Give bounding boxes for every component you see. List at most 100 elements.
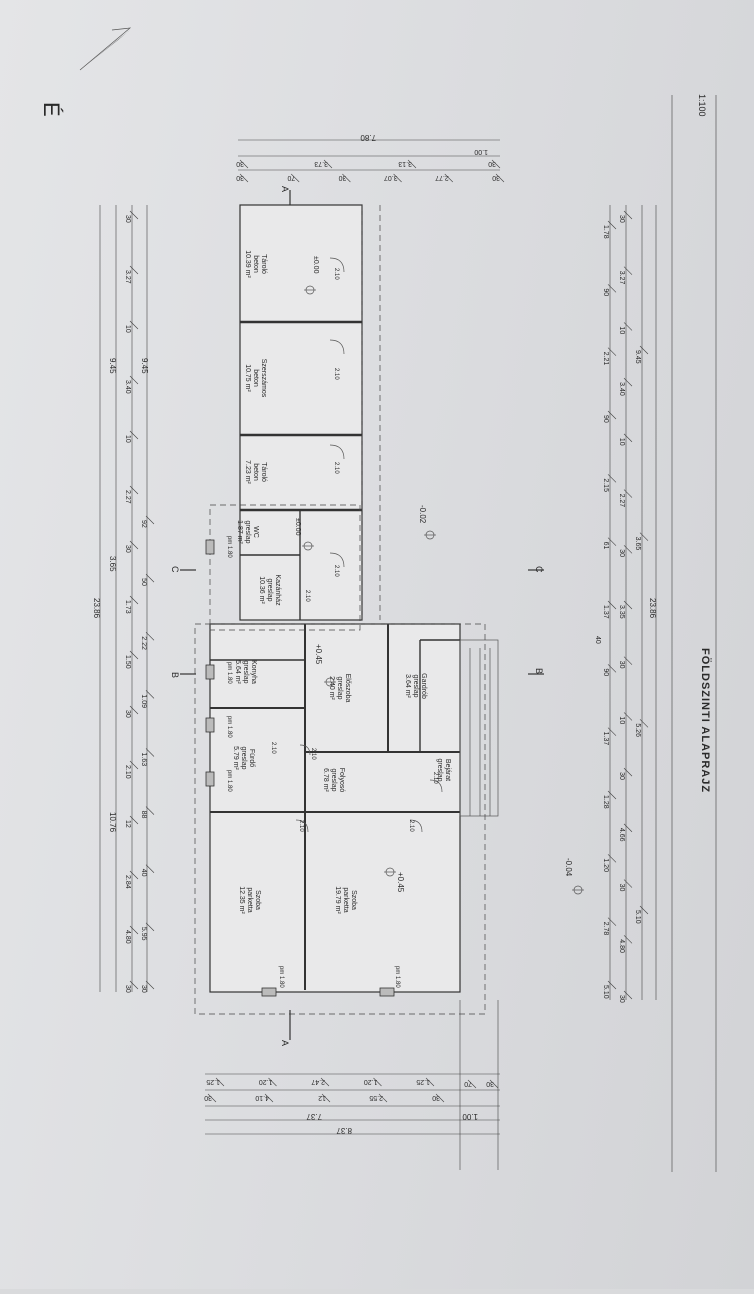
svg-text:parketta: parketta <box>246 887 253 912</box>
dimension-label: 10 <box>618 716 625 724</box>
dimension-tick <box>215 1077 225 1087</box>
dimension-tick <box>495 173 505 183</box>
dimension-label: 3.40 <box>124 380 131 394</box>
room-label-folyoso: Folyosó greslap 6.78 m² <box>322 768 345 793</box>
svg-text:8.37: 8.37 <box>336 1126 352 1135</box>
level-marker-4: ±0.00 <box>304 256 319 295</box>
svg-text:pm 1.80: pm 1.80 <box>226 662 232 684</box>
dimension-tick <box>607 284 617 293</box>
room-label-szoba-1: Szoba parketta 12.35 m² <box>238 886 261 914</box>
dimension-label: 4.80 <box>124 930 131 944</box>
dimension-tick <box>342 173 351 183</box>
dimension-tick <box>623 823 633 833</box>
dimension-tick <box>623 935 633 944</box>
dimension-label: 30 <box>618 661 625 669</box>
room-label-tarolo-1: Tároló beton 7.23 m² <box>244 460 267 484</box>
dimension-tick <box>129 650 139 660</box>
dimension-label: 1.63 <box>140 753 147 767</box>
dimension-tick <box>129 485 139 495</box>
svg-text:C: C <box>170 566 180 573</box>
dimension-tick <box>145 980 155 990</box>
dimension-label: 30 <box>618 884 625 892</box>
svg-text:parketta: parketta <box>342 887 349 912</box>
svg-text:23.86: 23.86 <box>648 598 657 619</box>
dimension-label: 50 <box>140 578 147 586</box>
dimension-label: 30 <box>339 174 347 181</box>
level-marker-outside-1: -0.02 <box>418 505 436 540</box>
dimension-tick <box>623 712 633 721</box>
dimension-tick <box>607 474 617 483</box>
dimension-tick <box>145 573 155 583</box>
svg-text:7.23 m²: 7.23 m² <box>244 460 251 484</box>
svg-text:greslap: greslap <box>244 521 251 544</box>
bottom-row3-labels: 5.105.263.659.45 <box>634 345 649 924</box>
svg-text:Szoba: Szoba <box>350 890 357 910</box>
dimension-tick <box>639 719 649 728</box>
svg-text:pm 1.80: pm 1.80 <box>226 770 232 792</box>
dimension-tick <box>320 1077 330 1087</box>
dimension-label: 4.80 <box>618 939 625 953</box>
dimension-tick <box>467 1079 477 1089</box>
door-symbols <box>295 257 443 833</box>
dimension-label: 30 <box>618 772 625 780</box>
dimension-tick <box>145 690 155 699</box>
dimension-tick <box>425 1077 435 1087</box>
dimension-tick <box>607 600 617 610</box>
dimension-label: 90 <box>602 288 609 296</box>
dimension-label: 1.37 <box>602 605 609 619</box>
dimension-tick <box>623 600 633 610</box>
dimension-tick <box>129 870 139 880</box>
dimension-tick <box>639 905 649 915</box>
dimension-label: 2.47 <box>311 1078 325 1085</box>
dimension-label: 30 <box>140 985 147 993</box>
north-arrow-icon <box>79 27 132 71</box>
dimension-label: 4.66 <box>618 828 625 842</box>
dimension-tick <box>129 540 139 550</box>
dimension-tick <box>145 632 155 641</box>
dimension-label: 30 <box>492 174 500 181</box>
svg-text:+0.45: +0.45 <box>314 644 323 665</box>
svg-text:10.39 m²: 10.39 m² <box>244 250 251 278</box>
svg-text:±0.00: ±0.00 <box>294 518 301 536</box>
svg-text:greslap: greslap <box>242 661 249 684</box>
svg-text:greslap: greslap <box>412 675 419 698</box>
dimension-tick <box>129 980 139 990</box>
svg-text:19.79 m²: 19.79 m² <box>334 886 341 914</box>
svg-text:Tároló: Tároló <box>260 462 267 482</box>
dimension-label: 2.84 <box>124 875 131 889</box>
svg-text:5.64 m²: 5.64 m² <box>234 660 241 684</box>
svg-text:±0.00: ±0.00 <box>312 256 319 274</box>
dimension-label: 10 <box>124 435 131 443</box>
dimension-tick <box>639 532 649 541</box>
svg-text:2.10: 2.10 <box>270 742 276 754</box>
house-walls <box>209 623 499 993</box>
svg-text:10.76: 10.76 <box>108 812 117 833</box>
dimension-tick <box>264 1093 274 1103</box>
dimension-tick <box>373 1077 382 1087</box>
dimension-label: 30 <box>486 1080 494 1087</box>
room-label-eloszoba: Előszoba greslap 2.40 m² <box>328 674 351 703</box>
dimension-label: 30 <box>236 174 244 181</box>
dimension-label: 1.20 <box>259 1078 273 1085</box>
svg-text:Kazánház: Kazánház <box>274 574 281 606</box>
svg-text:C: C <box>534 566 544 573</box>
dimension-label: 90 <box>602 415 609 423</box>
svg-text:Szoba: Szoba <box>254 890 261 910</box>
dimension-label: 30 <box>488 160 496 167</box>
dimension-tick <box>129 320 139 330</box>
svg-text:B: B <box>170 672 180 678</box>
dimension-tick <box>435 1093 445 1103</box>
dimension-label: 30 <box>124 985 131 993</box>
dimension-tick <box>393 173 402 183</box>
dimension-label: 92 <box>140 520 147 528</box>
dimension-label: 3.35 <box>618 605 625 619</box>
svg-text:3.64 m²: 3.64 m² <box>404 674 411 698</box>
dimension-label: 10 <box>618 326 625 334</box>
svg-text:Gardrób: Gardrób <box>420 673 427 699</box>
dimension-label: 1.25 <box>416 1078 430 1085</box>
dimension-label: 30 <box>236 160 244 167</box>
svg-text:pm 1.80: pm 1.80 <box>394 966 400 988</box>
dimension-tick <box>145 864 155 873</box>
